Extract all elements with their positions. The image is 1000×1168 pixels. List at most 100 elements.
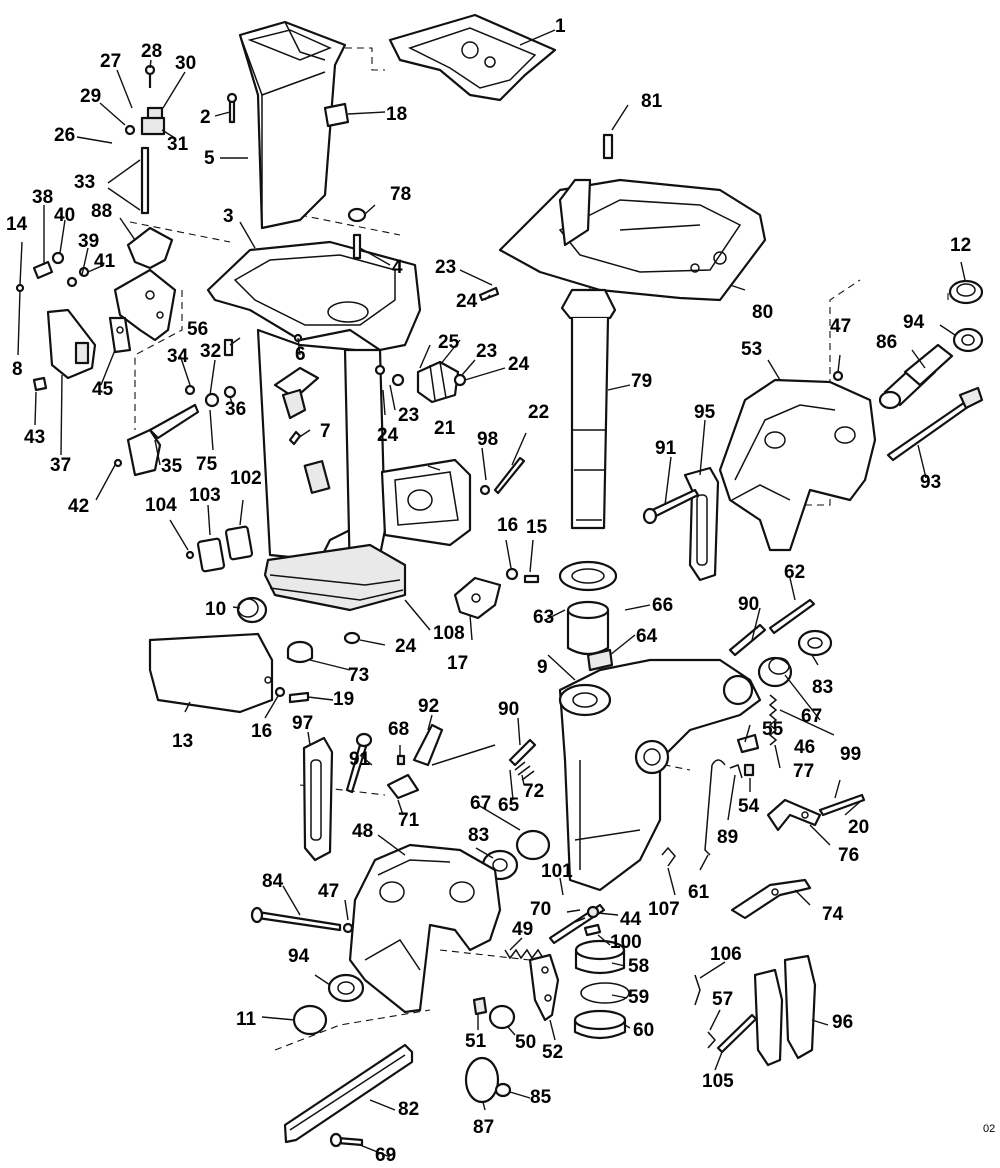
leader-lines	[17, 29, 966, 1158]
callout-33: 33	[74, 172, 96, 193]
callout-22: 22	[528, 402, 550, 423]
callout-26: 26	[54, 125, 76, 146]
callout-70: 70	[530, 899, 552, 920]
part-76-lever	[766, 798, 822, 832]
callout-17: 17	[447, 653, 469, 674]
part-91-bolt-lower	[345, 732, 373, 794]
callout-13: 13	[172, 731, 194, 752]
callout-15: 15	[526, 517, 548, 538]
callout-23b: 23	[476, 341, 498, 362]
callout-12: 12	[950, 235, 972, 256]
callout-54: 54	[738, 796, 760, 817]
callout-85: 85	[530, 1087, 552, 1108]
callout-94b: 94	[288, 946, 310, 967]
callout-100: 100	[610, 932, 642, 953]
callout-19: 19	[333, 689, 355, 710]
callout-42: 42	[68, 496, 90, 517]
part-61-rod	[704, 759, 755, 856]
part-1-exhaust-plate	[388, 13, 557, 102]
callout-37: 37	[50, 455, 72, 476]
callout-28: 28	[141, 41, 163, 62]
callout-99: 99	[840, 744, 862, 765]
callout-104: 104	[145, 495, 177, 516]
part-82-69-bar-screw	[283, 1043, 414, 1148]
part-20-pin	[818, 793, 866, 817]
callout-89: 89	[717, 827, 739, 848]
callout-91a: 91	[655, 438, 677, 459]
callout-67a: 67	[801, 706, 823, 727]
callout-45: 45	[92, 379, 114, 400]
part-102-103-plates	[196, 460, 331, 573]
corner-code: 02	[983, 1123, 996, 1135]
callout-46: 46	[794, 737, 816, 758]
callout-61: 61	[688, 882, 710, 903]
callout-44: 44	[620, 909, 642, 930]
callout-90a: 90	[738, 594, 760, 615]
callout-65: 65	[498, 795, 520, 816]
callout-66: 66	[652, 595, 674, 616]
callout-25: 25	[438, 332, 460, 353]
callout-16b: 16	[251, 721, 273, 742]
callout-88: 88	[91, 201, 113, 222]
callout-69: 69	[375, 1145, 397, 1166]
callout-8: 8	[12, 359, 23, 380]
callout-97: 97	[292, 713, 314, 734]
callout-106: 106	[710, 944, 742, 965]
callout-31: 31	[167, 134, 189, 155]
callout-52: 52	[542, 1042, 564, 1063]
callout-103: 103	[189, 485, 221, 506]
callout-51: 51	[465, 1031, 487, 1052]
callout-4: 4	[392, 257, 403, 278]
part-87-85-disc-nut	[464, 1056, 512, 1104]
parts-49-52-58-60	[504, 939, 630, 1040]
callout-73: 73	[348, 665, 370, 686]
part-21-plate	[380, 458, 472, 547]
callout-86: 86	[876, 332, 898, 353]
part-88-37-45-brackets	[46, 226, 177, 380]
part-94-11-nut-plug	[292, 973, 365, 1036]
callout-74: 74	[822, 904, 844, 925]
callout-27: 27	[100, 51, 122, 72]
part-79-steering-shaft	[560, 288, 617, 530]
callout-96: 96	[832, 1012, 854, 1033]
callout-48: 48	[352, 821, 374, 842]
part-96-brackets	[753, 954, 817, 1067]
part-35-shift-shaft	[126, 385, 237, 477]
callout-107: 107	[648, 899, 680, 920]
part-66-63-64-bushings	[558, 560, 618, 672]
callout-35: 35	[161, 456, 183, 477]
callout-62: 62	[784, 562, 806, 583]
callout-101: 101	[541, 861, 573, 882]
callout-93: 93	[920, 472, 942, 493]
callout-30: 30	[175, 53, 197, 74]
callout-83a: 83	[812, 677, 834, 698]
callout-40: 40	[54, 205, 76, 226]
callout-53: 53	[741, 339, 763, 360]
part-73-bumper	[286, 640, 314, 664]
callout-24a: 24	[456, 291, 478, 312]
callout-75: 75	[196, 454, 218, 475]
callout-76: 76	[838, 845, 860, 866]
callout-10: 10	[205, 599, 227, 620]
callout-9: 9	[537, 657, 548, 678]
callout-5: 5	[204, 148, 215, 169]
part-10-plug	[236, 596, 268, 624]
part-97-bracket	[302, 736, 334, 862]
callout-91b: 91	[349, 749, 371, 770]
callout-81: 81	[641, 91, 663, 112]
part-3-adapter-108-housing	[206, 240, 422, 612]
callout-84: 84	[262, 871, 284, 892]
part-5-exhaust-housing	[238, 20, 347, 230]
callout-38: 38	[32, 187, 54, 208]
callout-57: 57	[712, 989, 734, 1010]
callout-39: 39	[78, 231, 100, 252]
callout-98: 98	[477, 429, 499, 450]
callout-56: 56	[187, 319, 209, 340]
part-91-bolt	[642, 488, 700, 525]
part-84-bolt	[250, 906, 342, 932]
callout-20: 20	[848, 817, 870, 838]
part-53-clamp-bracket	[718, 378, 877, 552]
callout-7: 7	[320, 421, 331, 442]
part-13-cover	[148, 632, 274, 714]
callout-72: 72	[523, 781, 545, 802]
